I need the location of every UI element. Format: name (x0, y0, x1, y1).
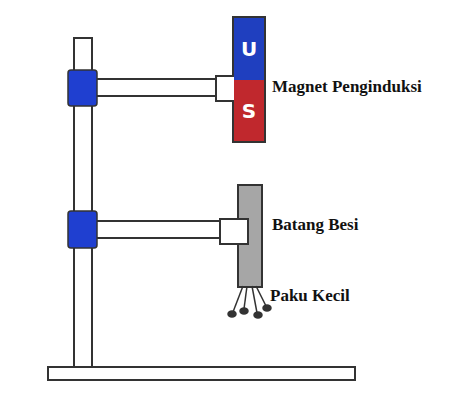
lower-arm (96, 221, 222, 238)
magnet-south-pole: S (234, 80, 264, 141)
lower-holder (220, 219, 248, 244)
stand-base (48, 367, 355, 380)
pole-letter: S (242, 101, 256, 121)
pole-letter: U (241, 39, 257, 59)
magnet-north-pole: U (234, 18, 264, 80)
magnet-label: Magnet Penginduksi (272, 78, 422, 97)
lower-clamp (68, 211, 97, 248)
small-nails (228, 286, 271, 318)
nails-label: Paku Kecil (270, 287, 350, 306)
upper-arm (96, 79, 220, 96)
upper-clamp (68, 70, 97, 106)
rod-label: Batang Besi (272, 216, 358, 235)
magnet-outline (233, 17, 265, 142)
